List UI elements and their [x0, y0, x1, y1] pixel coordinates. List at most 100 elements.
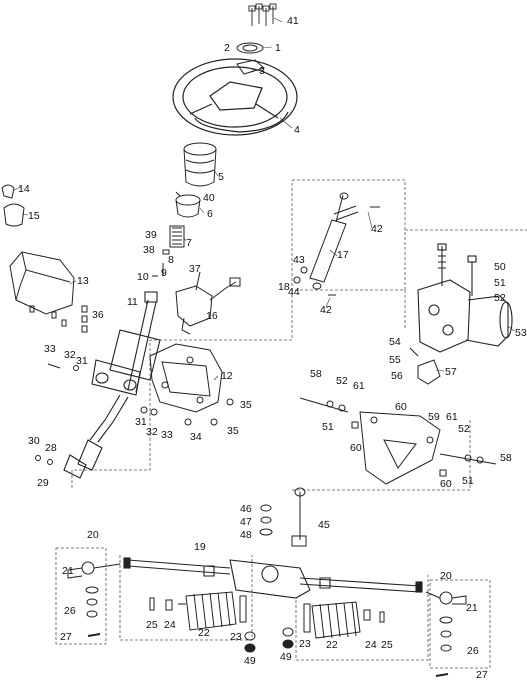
steering-column [63, 291, 161, 479]
callout-17: 17 [337, 249, 349, 261]
tie-rod-end-right [425, 591, 467, 677]
column-boot [183, 142, 217, 187]
callout-57: 57 [445, 366, 457, 378]
column-cover [9, 251, 75, 315]
callout-26b: 26 [467, 645, 479, 657]
nut-31 [140, 406, 148, 414]
callout-44: 44 [288, 286, 300, 298]
washer-18 [293, 276, 301, 284]
bracket-57 [417, 359, 441, 385]
callout-51c: 51 [462, 475, 474, 487]
mounting-bracket [149, 343, 223, 413]
callout-61b: 61 [446, 411, 458, 423]
callout-12: 12 [221, 370, 233, 382]
callout-4: 4 [294, 124, 300, 136]
callout-35a: 35 [240, 399, 252, 411]
callout-24b: 24 [365, 639, 377, 651]
callout-42a: 42 [371, 223, 383, 235]
callout-27a: 27 [60, 631, 72, 643]
callout-32b: 32 [146, 426, 158, 438]
callout-3: 3 [259, 65, 265, 77]
callout-32a: 32 [64, 349, 76, 361]
callout-30: 30 [28, 435, 40, 447]
callout-10: 10 [137, 271, 149, 283]
callout-14: 14 [18, 183, 30, 195]
callout-19: 19 [194, 541, 206, 553]
boot-22-right [303, 601, 385, 639]
eps-motor-unit [417, 243, 513, 353]
callout-18: 18 [278, 281, 290, 293]
nut-30 [35, 455, 41, 461]
boot-22-left [149, 591, 247, 631]
callout-16: 16 [206, 310, 218, 322]
callout-60b: 60 [350, 442, 362, 454]
callout-49a: 49 [244, 655, 256, 667]
horn-pad [236, 59, 266, 75]
washer-38 [162, 249, 170, 255]
callout-24a: 24 [164, 619, 176, 631]
screws-41 [248, 3, 277, 26]
callout-61a: 61 [353, 380, 365, 392]
nuts-23-49 [244, 627, 294, 653]
callout-41: 41 [287, 15, 299, 27]
callout-36: 36 [92, 309, 104, 321]
leader-lines [13, 17, 515, 381]
callout-11: 11 [127, 296, 138, 308]
nut-35b [210, 418, 218, 426]
spring-7 [169, 225, 185, 248]
group-outline-column [71, 179, 527, 490]
callout-37: 37 [189, 263, 201, 275]
callout-48: 48 [240, 529, 252, 541]
callout-58a: 58 [310, 368, 322, 380]
callout-52a: 52 [494, 292, 506, 304]
callout-35b: 35 [227, 425, 239, 437]
callout-13: 13 [77, 275, 89, 287]
callout-5: 5 [218, 171, 224, 183]
callout-25a: 25 [146, 619, 158, 631]
steering-rack [123, 557, 423, 599]
callout-9: 9 [161, 267, 167, 279]
callout-51a: 51 [494, 277, 506, 289]
group-outline-rack [55, 420, 491, 669]
callout-40: 40 [203, 192, 215, 204]
callout-21a: 21 [62, 565, 74, 577]
callout-49b: 49 [280, 651, 292, 663]
callout-50: 50 [494, 261, 506, 273]
callout-8: 8 [168, 254, 174, 266]
callout-2: 2 [224, 42, 230, 54]
pinion-hardware [259, 487, 307, 547]
callout-45: 45 [318, 519, 330, 531]
callout-54: 54 [389, 336, 401, 348]
callout-20b: 20 [440, 570, 452, 582]
callout-31b: 31 [135, 416, 147, 428]
callout-22a: 22 [198, 627, 210, 639]
tie-rod-end-left [67, 561, 121, 637]
clip-15 [3, 203, 25, 227]
callout-55: 55 [389, 354, 401, 366]
washer-28 [47, 459, 53, 465]
callout-26a: 26 [64, 605, 76, 617]
callout-23a: 23 [230, 631, 242, 643]
combination-switch [175, 271, 241, 335]
callout-46: 46 [240, 503, 252, 515]
callout-22b: 22 [326, 639, 338, 651]
bolt-34 [184, 418, 192, 426]
callout-56: 56 [391, 370, 403, 382]
callout-53: 53 [515, 327, 527, 339]
callout-51b: 51 [322, 421, 334, 433]
callout-52c: 52 [458, 423, 470, 435]
callout-42b: 42 [320, 304, 332, 316]
washer-43 [300, 266, 308, 274]
callout-38: 38 [143, 244, 155, 256]
callout-60c: 60 [440, 478, 452, 490]
steering-wheel [172, 58, 298, 136]
bolt-54 [409, 347, 419, 357]
bolt-set-58-right [439, 453, 497, 477]
callout-6: 6 [207, 208, 213, 220]
callout-7: 7 [186, 237, 192, 249]
callout-59: 59 [428, 411, 440, 423]
callout-25b: 25 [381, 639, 393, 651]
callout-23b: 23 [299, 638, 311, 650]
